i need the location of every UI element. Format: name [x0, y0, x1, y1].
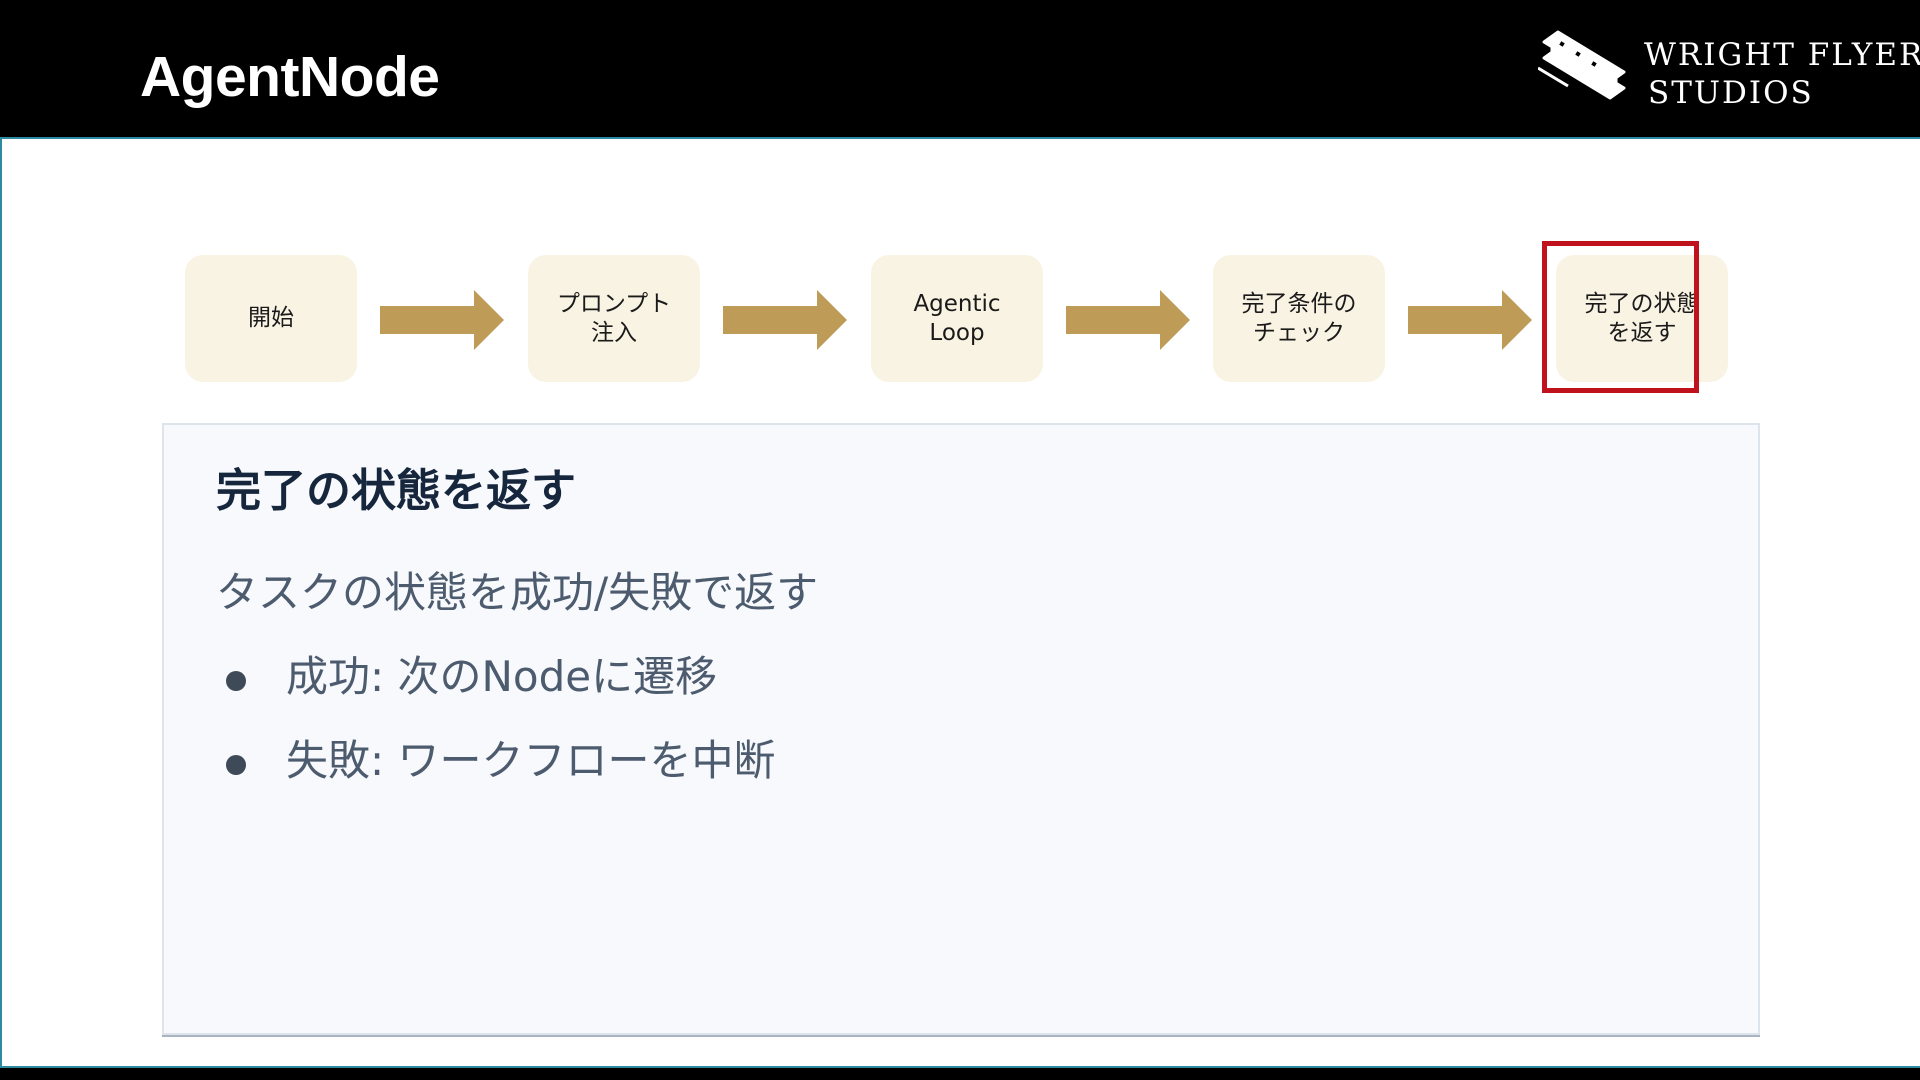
panel-bottom-rule: [162, 1035, 1760, 1037]
bullet-icon: [226, 755, 246, 775]
right-arrow-icon: [380, 290, 504, 350]
company-logo: WRIGHT FLYER STUDIOS: [1538, 28, 1920, 111]
flow-step-prompt-injection: プロンプト 注入: [528, 255, 700, 382]
biplane-icon: [1538, 30, 1626, 100]
header-bar: AgentNode WRIGHT FLYER STUDIOS: [0, 0, 1920, 137]
flow-step-start: 開始: [185, 255, 357, 382]
footer-accent-line: [0, 1066, 1920, 1068]
logo-line-1: WRIGHT FLYER: [1644, 37, 1920, 73]
flow-step-return-status: 完了の状態 を返す: [1556, 255, 1728, 382]
flow-step-label: Agentic Loop: [913, 290, 1001, 346]
slide-body: 開始 プロンプト 注入 Agentic Loop 完了条件の チェック 完了の状…: [0, 137, 1920, 1068]
right-arrow-icon: [723, 290, 847, 350]
flow-step-completion-check: 完了条件の チェック: [1213, 255, 1385, 382]
bullet-text-success: 成功: 次のNodeに遷移: [286, 652, 718, 701]
right-arrow-icon: [1408, 290, 1532, 350]
flow-step-label: 開始: [248, 305, 294, 331]
logo-line-2: STUDIOS: [1648, 75, 1814, 111]
bullet-text-failure: 失敗: ワークフローを中断: [286, 736, 776, 785]
logo-wordmark: WRIGHT FLYER STUDIOS: [1644, 36, 1920, 112]
detail-lead: タスクの状態を成功/失敗で返す: [216, 568, 819, 617]
flow-step-label: プロンプト 注入: [556, 290, 672, 346]
right-arrow-icon: [1066, 290, 1190, 350]
detail-title: 完了の状態を返す: [216, 464, 577, 517]
detail-panel: 完了の状態を返す タスクの状態を成功/失敗で返す 成功: 次のNodeに遷移 失…: [162, 423, 1760, 1035]
bullet-icon: [226, 671, 246, 691]
page-title: AgentNode: [140, 45, 440, 109]
flow-step-label: 完了の状態 を返す: [1584, 290, 1700, 346]
process-flow: 開始 プロンプト 注入 Agentic Loop 完了条件の チェック 完了の状…: [2, 139, 1920, 399]
flow-step-agentic-loop: Agentic Loop: [871, 255, 1043, 382]
flow-step-label: 完了条件の チェック: [1241, 290, 1357, 346]
active-step-highlight: [1542, 241, 1699, 393]
